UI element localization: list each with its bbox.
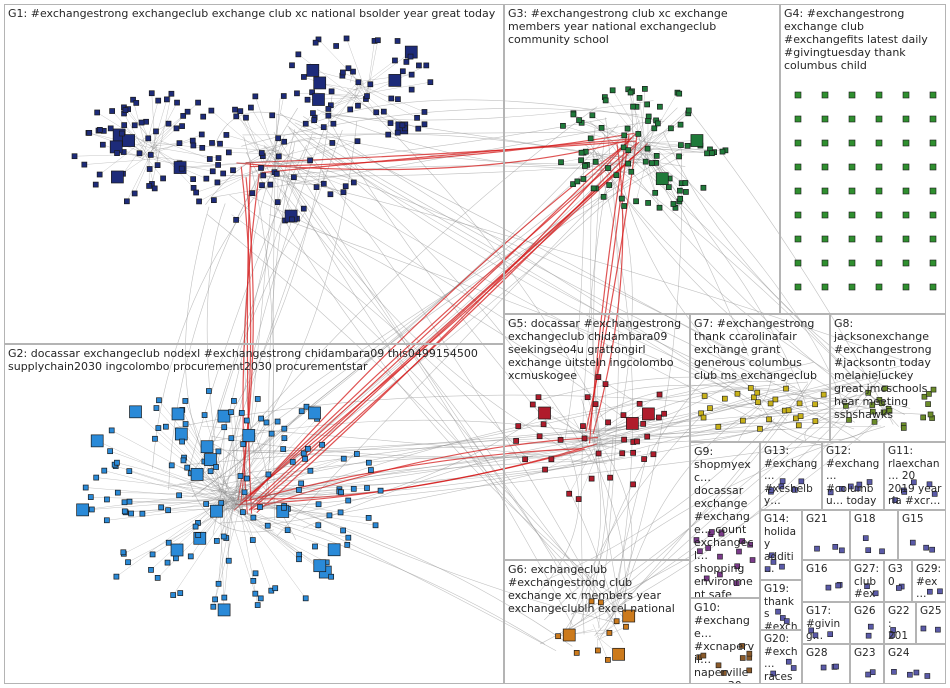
group-label-g25: G25: [920, 605, 942, 618]
group-label-g27: G27: club #ex…: [854, 563, 880, 602]
group-panel-g4: G4: #exchangestrong exchange club #excha…: [780, 4, 946, 314]
group-label-g26: G26: [854, 605, 880, 618]
group-label-g5: G5: docassar #exchangestrong exchangeclu…: [508, 317, 686, 382]
group-label-g9: G9: shopmyexc… docassar exchange #exchan…: [694, 445, 756, 598]
group-panel-g28: G28: [802, 644, 850, 684]
group-label-g1: G1: #exchangestrong exchangeclub exchang…: [8, 7, 500, 20]
group-label-g30: G30: [888, 563, 908, 588]
group-panel-g1: G1: #exchangestrong exchangeclub exchang…: [4, 4, 504, 344]
group-label-g3: G3: #exchangestrong club xc exchange mem…: [508, 7, 776, 46]
group-panel-g6: G6: exchangeclub #exchangestrong club ex…: [504, 560, 690, 684]
group-label-g22: G22: 2019 clu…: [888, 605, 912, 644]
group-panel-g25: G25: [916, 602, 946, 644]
group-label-g15: G15: [902, 513, 942, 526]
group-panel-g2: G2: docassar exchangeclub nodexl #exchan…: [4, 344, 504, 684]
group-label-g28: G28: [806, 647, 846, 660]
group-panel-g20: G20: #exch… races…: [760, 630, 802, 684]
group-panel-g23: G23: [850, 644, 884, 684]
group-label-g18: G18: [854, 513, 894, 526]
group-panel-g13: G13: #exchang… #xcshelby… xcshelbyc… pel…: [760, 442, 822, 510]
group-label-g6: G6: exchangeclub #exchangestrong club ex…: [508, 563, 686, 615]
group-panel-g29: G29: #ex… #ex…: [912, 560, 946, 602]
group-panel-g5: G5: docassar #exchangestrong exchangeclu…: [504, 314, 690, 560]
group-label-g8: G8: jacksonexchange #exchangestrong #jac…: [834, 317, 942, 421]
group-label-g16: G16: [806, 563, 846, 576]
group-panel-g3: G3: #exchangestrong club xc exchange mem…: [504, 4, 780, 314]
group-panel-g19: G19: thanks #exch…: [760, 580, 802, 630]
group-label-g2: G2: docassar exchangeclub nodexl #exchan…: [8, 347, 500, 373]
group-label-g21: G21: [806, 513, 846, 526]
group-panel-g24: G24: [884, 644, 946, 684]
group-label-g7: G7: #exchangestrong thank ccarolinafair …: [694, 317, 826, 382]
group-label-g13: G13: #exchang… #xcshelby… xcshelbyc… pel…: [764, 445, 818, 510]
group-label-g24: G24: [888, 647, 942, 660]
group-panel-g17: G17: #giving… hero…: [802, 602, 850, 644]
group-panel-g22: G22: 2019 clu…: [884, 602, 916, 644]
group-panel-g26: G26: [850, 602, 884, 644]
group-label-g23: G23: [854, 647, 880, 660]
group-label-g11: G11: rlaexchan… 20 2019 year rla #xcr…: [888, 445, 942, 508]
group-label-g19: G19: thanks #exch…: [764, 583, 798, 630]
group-panel-g14: G14: holiday additi… wrap…: [760, 510, 802, 580]
group-panel-g15: G15: [898, 510, 946, 560]
group-label-g4: G4: #exchangestrong exchange club #excha…: [784, 7, 942, 72]
group-panel-g11: G11: rlaexchan… 20 2019 year rla #xcr…: [884, 442, 946, 510]
group-panel-g12: G12: #exchang… #columbu… today #exchang…: [822, 442, 884, 510]
group-label-g14: G14: holiday additi… wrap…: [764, 513, 798, 580]
group-panel-g9: G9: shopmyexc… docassar exchange #exchan…: [690, 442, 760, 598]
group-label-g12: G12: #exchang… #columbu… today #exchang…: [826, 445, 880, 510]
group-panel-g16: G16: [802, 560, 850, 602]
group-panel-g21: G21: [802, 510, 850, 560]
group-label-g10: G10: #exchange… #xcnapervil… naperville …: [694, 601, 756, 684]
group-label-g20: G20: #exch… races…: [764, 633, 798, 684]
group-panel-g27: G27: club #ex…: [850, 560, 884, 602]
group-panel-g7: G7: #exchangestrong thank ccarolinafair …: [690, 314, 830, 442]
group-label-g17: G17: #giving… hero…: [806, 605, 846, 644]
group-label-g29: G29: #ex… #ex…: [916, 563, 942, 602]
group-panel-g18: G18: [850, 510, 898, 560]
group-panel-g10: G10: #exchange… #xcnapervil… naperville …: [690, 598, 760, 684]
group-panel-g8: G8: jacksonexchange #exchangestrong #jac…: [830, 314, 946, 442]
group-panel-g30: G30: [884, 560, 912, 602]
